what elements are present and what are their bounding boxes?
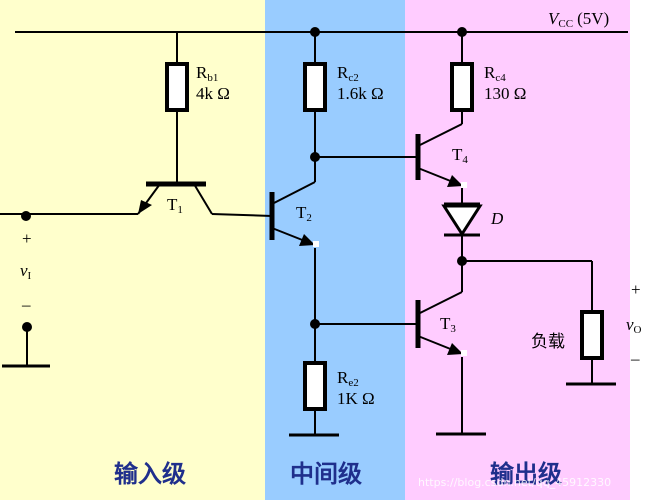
t3-emitter-terminal bbox=[461, 350, 467, 356]
right-edge-strip bbox=[630, 0, 650, 500]
t4-emitter-arrow bbox=[447, 175, 463, 187]
t3-emitter-arrow bbox=[447, 343, 463, 355]
diode-label: D bbox=[490, 209, 504, 228]
t2-label: T2 bbox=[296, 203, 312, 224]
rb1-label: Rb1 bbox=[196, 63, 218, 84]
input-plus: + bbox=[22, 229, 32, 248]
t1-emitter-arrow bbox=[138, 200, 152, 214]
output-voltage-label: vO bbox=[626, 315, 642, 336]
input-stage-title: 输入级 bbox=[114, 460, 186, 488]
re2-value: 1K Ω bbox=[337, 389, 375, 408]
vcc-label: VCC(5V) bbox=[548, 9, 609, 30]
load-label: 负载 bbox=[531, 332, 565, 352]
t1-to-t2-wire bbox=[211, 213, 273, 217]
t4-emitter-terminal bbox=[461, 182, 467, 188]
rc2-value: 1.6k Ω bbox=[337, 84, 384, 103]
t2-emitter-terminal bbox=[313, 241, 319, 247]
input-voltage-label: vI bbox=[20, 261, 32, 282]
input-stage-background bbox=[0, 0, 265, 500]
watermark: https://blog.csdn.net/qq_45912330 bbox=[418, 476, 611, 489]
output-minus: – bbox=[630, 349, 640, 368]
t4-collector-lead bbox=[417, 123, 463, 147]
output-stage-background bbox=[405, 0, 630, 500]
rc4-value: 130 Ω bbox=[484, 84, 526, 103]
t1-collector-lead bbox=[193, 183, 213, 215]
rc4-label: Rc4 bbox=[484, 63, 506, 84]
output-stage-title: 输出级 bbox=[490, 460, 562, 488]
re2-label: Re2 bbox=[337, 368, 359, 389]
input-node bbox=[21, 211, 31, 221]
t4-label: T4 bbox=[452, 145, 468, 166]
middle-stage-background bbox=[265, 0, 405, 500]
diode-d bbox=[441, 204, 483, 237]
resistor-rb1 bbox=[165, 62, 189, 112]
resistor-rc4 bbox=[450, 62, 474, 112]
resistor-rc2 bbox=[303, 62, 327, 112]
middle-stage-title: 中间级 bbox=[290, 460, 362, 488]
resistor-re2 bbox=[303, 361, 327, 411]
rc2-label: Rc2 bbox=[337, 63, 359, 84]
t3-label: T3 bbox=[440, 314, 456, 335]
t3-collector-lead bbox=[417, 291, 463, 315]
rb1-value: 4k Ω bbox=[196, 84, 230, 103]
t2-emitter-arrow bbox=[299, 234, 315, 246]
input-minus: – bbox=[21, 295, 31, 314]
t2-collector-lead bbox=[271, 181, 316, 205]
t1-label: T1 bbox=[167, 195, 183, 216]
load-resistor bbox=[580, 310, 604, 360]
output-plus: + bbox=[631, 280, 641, 299]
